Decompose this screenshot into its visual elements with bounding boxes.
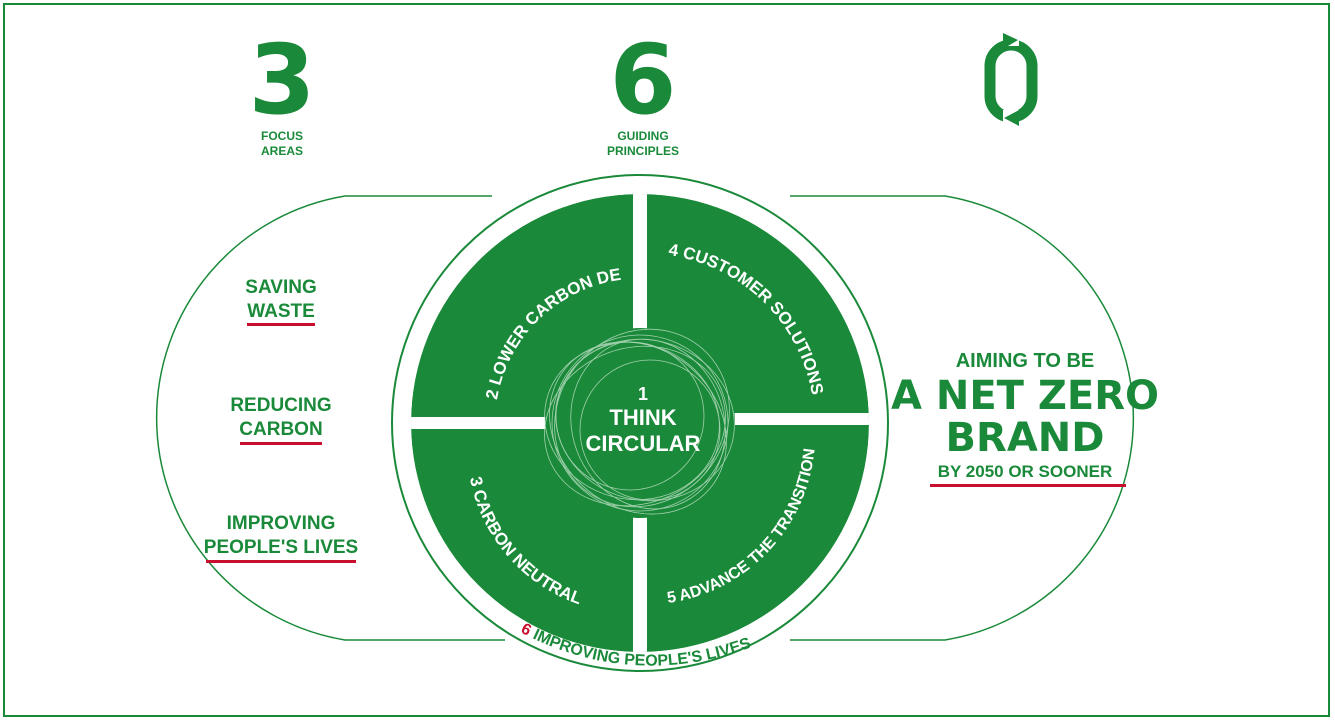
stat-6-label2: PRINCIPLES xyxy=(607,144,679,158)
goal-underline xyxy=(930,484,1126,487)
center-line2: CIRCULAR xyxy=(586,431,701,456)
circular-arrows-zero-icon xyxy=(984,32,1038,126)
focus-1-line2: WASTE xyxy=(247,301,315,322)
goal-line2: A NET ZERO xyxy=(891,373,1159,419)
stat-3-number: 3 xyxy=(249,24,316,136)
stat-3-label2: AREAS xyxy=(261,144,303,158)
right-outline xyxy=(790,195,1135,641)
goal-line4: BY 2050 OR SOONER xyxy=(938,462,1112,481)
focus-3-line1: IMPROVING xyxy=(227,513,336,534)
focus-2-underline xyxy=(240,442,322,445)
spirograph xyxy=(544,328,735,515)
goal-line3: BRAND xyxy=(946,415,1105,461)
focus-2-line1: REDUCING xyxy=(230,395,331,416)
stat-6-number: 6 xyxy=(610,24,677,136)
focus-3-underline xyxy=(206,560,356,563)
focus-1-line1: SAVING xyxy=(245,277,316,298)
page-frame xyxy=(3,3,1330,717)
center-line1: THINK xyxy=(609,405,676,430)
focus-2-line2: CARBON xyxy=(239,419,322,440)
focus-3-line2: PEOPLE'S LIVES xyxy=(204,537,358,558)
center-number: 1 xyxy=(638,384,648,404)
goal-line1: AIMING TO BE xyxy=(956,350,1095,372)
stat-6-label1: GUIDING xyxy=(617,129,668,143)
left-outline xyxy=(155,195,505,641)
stat-3-label1: FOCUS xyxy=(261,129,303,143)
focus-1-underline xyxy=(247,323,315,326)
